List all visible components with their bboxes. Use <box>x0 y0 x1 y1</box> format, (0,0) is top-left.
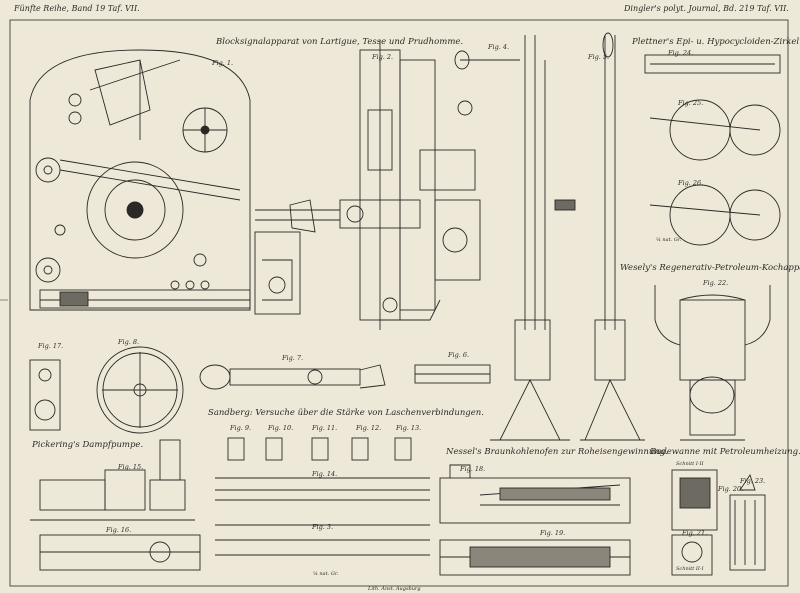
fig3-vertical-mechanism <box>339 40 481 330</box>
header-left: Fünfte Reihe, Band 19 Taf. VII. <box>14 4 140 13</box>
plettner-compass-drawings <box>644 54 781 246</box>
fig-label-17: Fig. 17. <box>38 342 64 350</box>
wesely-cooker-drawing <box>654 285 771 441</box>
title-wesely: Wesely's Regenerativ-Petroleum-Kochappar… <box>620 263 800 273</box>
sandberg-joint-drawings <box>215 437 430 556</box>
fig-label-23: Fig. 23. <box>740 477 766 485</box>
fig-label-4: Fig. 4. <box>488 43 510 51</box>
fig4-fig5-tall-columns <box>454 32 645 441</box>
fig-label-3: Fig. 3. <box>312 523 334 531</box>
fig-label-12: Fig. 12. <box>356 424 382 432</box>
bathtub-drawings <box>671 469 766 576</box>
fig-label-25: Fig. 25. <box>678 99 704 107</box>
fig-label-14: Fig. 14. <box>312 470 338 478</box>
title-nessel: Nessel's Braunkohlenofen zur Roheisengew… <box>446 447 668 457</box>
fig-label-10: Fig. 10. <box>268 424 294 432</box>
fig-label-11: Fig. 11. <box>312 424 338 432</box>
fig-label-9: Fig. 9. <box>230 424 252 432</box>
fig-label-15: Fig. 15. <box>118 463 144 471</box>
fig-label-5: Fig. 5. <box>588 53 610 61</box>
title-badewanne: Badewanne mit Petroleumheizung. <box>650 447 800 457</box>
fig17-pump-drawing <box>29 359 61 431</box>
plate-border <box>9 19 789 587</box>
fig1-block-signal-drawing <box>29 49 340 311</box>
fig-label-26: Fig. 26. <box>678 179 704 187</box>
imprint-label: Lith. Anst. Augsburg <box>368 586 421 592</box>
fig6-drawing <box>414 364 491 384</box>
header-right: Dingler's polyt. Journal, Bd. 219 Taf. V… <box>624 4 789 13</box>
fig-label-7: Fig. 7. <box>282 354 304 362</box>
pickering-pump-drawings <box>30 439 201 571</box>
fig8-wheel-drawing <box>96 346 184 434</box>
title-block-signal: Blocksignalapparat von Lartigue, Tesse u… <box>216 37 464 47</box>
nessel-furnace-drawings <box>439 464 631 576</box>
fig7-key-drawing <box>199 364 386 390</box>
fig-label-19: Fig. 19. <box>540 529 566 537</box>
fig-label-24: Fig. 24. <box>668 49 694 57</box>
scale-note-2: ¼ nat. Gr. <box>313 571 339 577</box>
section-label-1: Schnitt I-II <box>676 461 704 467</box>
fig-label-2: Fig. 2. <box>372 53 394 61</box>
fig-label-6: Fig. 6. <box>448 351 470 359</box>
scale-note-1: ¼ nat. Gr. <box>656 237 682 243</box>
fig-label-22: Fig. 22. <box>703 279 729 287</box>
title-pickering: Pickering's Dampfpumpe. <box>32 440 144 450</box>
fig1-detail-box <box>254 231 301 315</box>
fig-label-16: Fig. 16. <box>106 526 132 534</box>
fig-label-20: Fig. 20. <box>718 485 744 493</box>
fig-label-1: Fig. 1. <box>212 59 234 67</box>
section-label-2: Schnitt II-I <box>676 566 704 572</box>
fig-label-13: Fig. 13. <box>396 424 422 432</box>
title-sandberg: Sandberg: Versuche über die Stärke von L… <box>208 408 484 418</box>
title-plettner: Plettner's Epi- u. Hypocycloiden-Zirkel. <box>632 37 800 47</box>
fig-label-18: Fig. 18. <box>460 465 486 473</box>
fig-label-8: Fig. 8. <box>118 338 140 346</box>
fig-label-21: Fig. 21. <box>682 529 708 537</box>
